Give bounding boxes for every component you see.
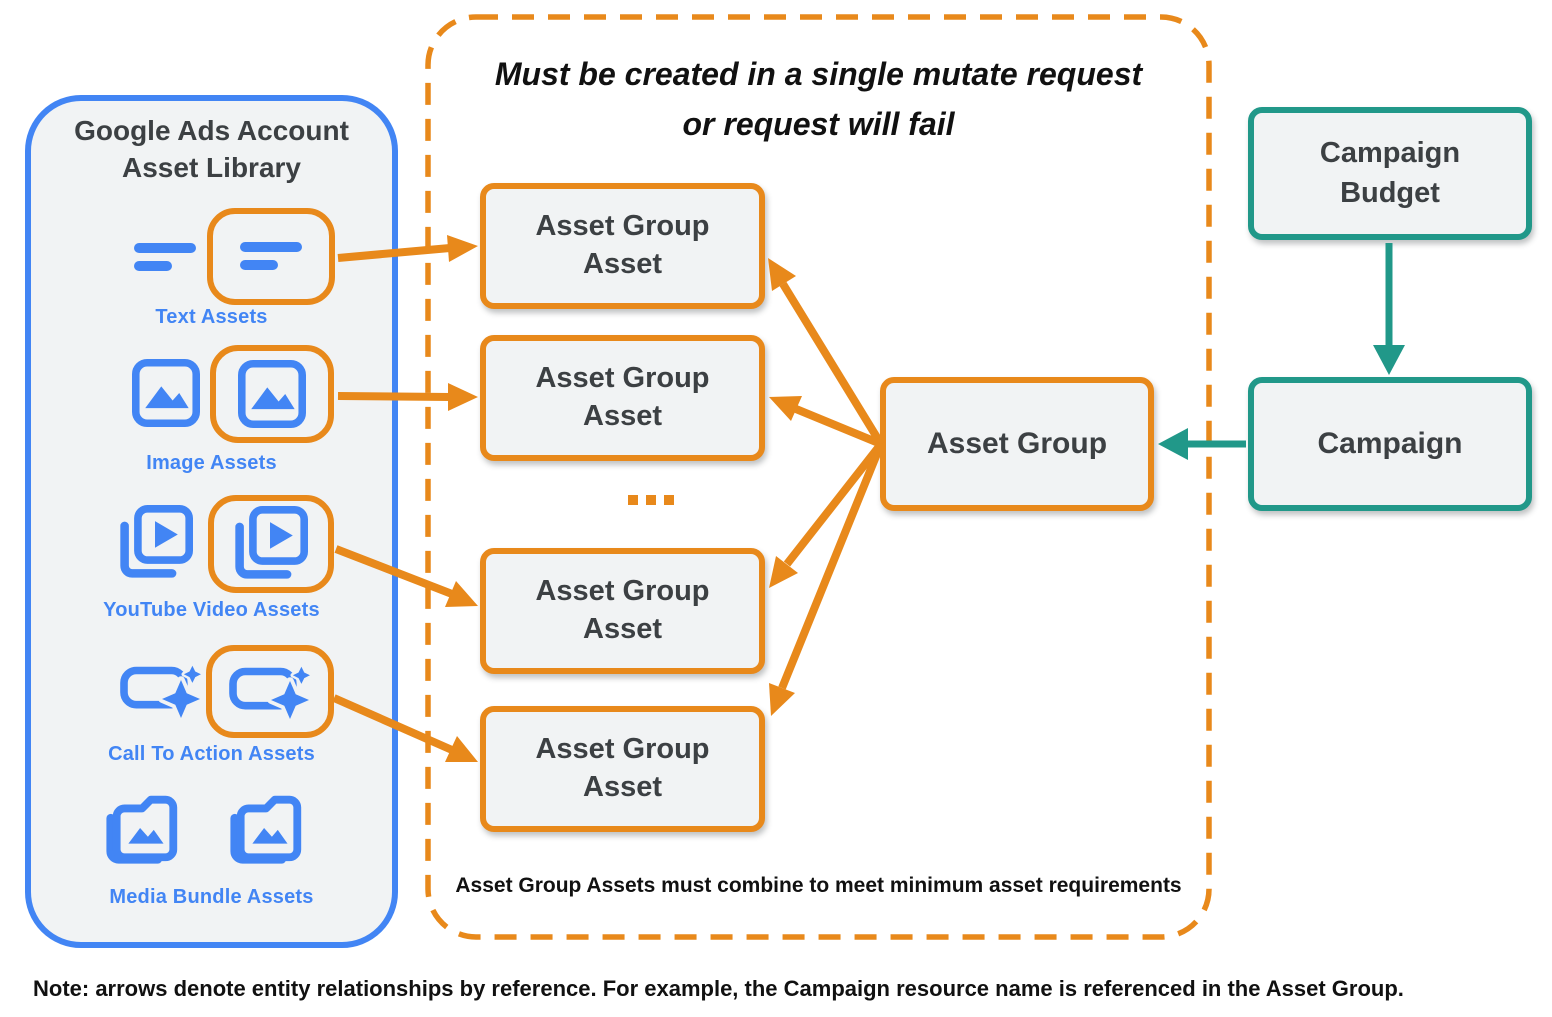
campaign-budget-label: Campaign	[1319, 137, 1461, 170]
image-asset-icon	[132, 359, 200, 427]
ellipsis-dot	[628, 495, 638, 505]
asset-group-box: Asset Group	[880, 377, 1154, 511]
mutate-request-title-line1: Must be created in a single mutate reque…	[494, 56, 1143, 92]
asset-library-title-line2: Asset Library	[122, 151, 301, 183]
campaign-label: Campaign	[1317, 427, 1463, 460]
text-assets-label: Text Assets	[155, 306, 268, 328]
arrow-asset-group-to-asset-group-asset-2	[769, 396, 883, 448]
ellipsis-dots	[628, 495, 674, 505]
mutate-request-title: Must be created in a single mutate reque…	[425, 50, 1212, 149]
call-to-action-assets-label: Call To Action Assets	[108, 743, 315, 765]
text-asset-icon	[134, 243, 196, 271]
arrow-campaign-to-asset-group	[1158, 428, 1246, 460]
asset-group-asset-box-4: Asset Group Asset	[480, 706, 765, 832]
asset-group-asset-box-1: Asset Group Asset	[480, 183, 765, 309]
ellipsis-dot	[646, 495, 656, 505]
mutate-request-title-line2: or request will fail	[682, 105, 955, 142]
youtube-video-asset-selection-outline	[208, 495, 334, 593]
asset-group-asset-label: Asset Group	[535, 575, 710, 608]
call-to-action-asset-icon	[229, 664, 313, 719]
campaign-budget-label: Budget	[1340, 176, 1440, 209]
asset-group-asset-label: Asset Group	[535, 733, 710, 766]
text-asset-selection-outline	[207, 208, 335, 305]
call-to-action-asset-icon	[120, 663, 204, 718]
asset-group-asset-label: Asset Group	[535, 210, 710, 243]
arrow-campaign-budget-to-campaign	[1373, 243, 1405, 375]
asset-library-title: Google Ads Account Asset Library	[25, 113, 398, 187]
youtube-video-assets-label: YouTube Video Assets	[103, 599, 320, 621]
campaign-box: Campaign	[1248, 377, 1532, 511]
asset-library-title-line1: Google Ads Account	[74, 115, 349, 146]
asset-group-asset-label: Asset	[583, 613, 662, 645]
reference-note: Note: arrows denote entity relationships…	[33, 976, 1404, 1001]
asset-group-asset-label: Asset Group	[535, 362, 710, 395]
media-bundle-assets-label: Media Bundle Assets	[109, 886, 314, 908]
asset-group-asset-label: Asset	[583, 771, 662, 803]
image-asset-icon	[238, 360, 306, 428]
image-asset-selection-outline	[210, 345, 334, 443]
arrow-asset-group-to-asset-group-asset-3	[769, 441, 885, 588]
youtube-video-asset-icon	[235, 506, 308, 579]
media-bundle-asset-icon	[230, 795, 302, 864]
arrow-asset-group-to-asset-group-asset-1	[768, 258, 885, 447]
call-to-action-asset-selection-outline	[206, 645, 334, 738]
asset-group-asset-box-3: Asset Group Asset	[480, 548, 765, 674]
asset-group-asset-label: Asset	[583, 248, 662, 280]
asset-group-asset-box-2: Asset Group Asset	[480, 335, 765, 461]
media-bundle-asset-icon	[106, 795, 178, 864]
mutate-request-footnote: Asset Group Assets must combine to meet …	[455, 874, 1182, 897]
image-assets-label: Image Assets	[146, 452, 277, 474]
youtube-video-asset-icon	[120, 505, 193, 578]
ellipsis-dot	[664, 495, 674, 505]
campaign-budget-box: Campaign Budget	[1248, 107, 1532, 240]
text-asset-icon	[240, 242, 302, 270]
arrow-asset-group-to-asset-group-asset-4	[769, 442, 885, 716]
asset-group-asset-label: Asset	[583, 400, 662, 432]
asset-group-label: Asset Group	[926, 427, 1108, 460]
